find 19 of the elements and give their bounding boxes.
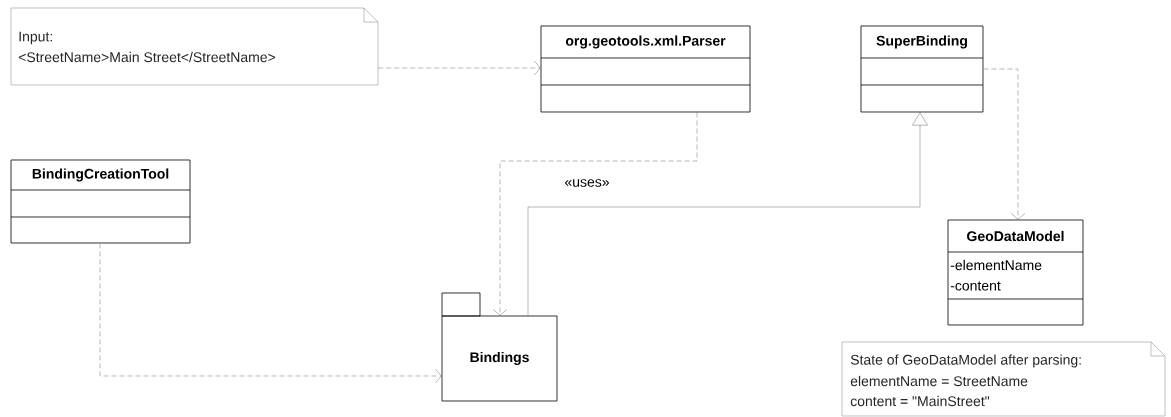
attribute: -content (950, 281, 1001, 291)
class-box (540, 25, 751, 113)
dependency-arrow (378, 60, 541, 76)
dependency-arrow (99, 243, 442, 384)
dependency-arrow (492, 112, 698, 316)
class-name: BindingCreationTool (32, 168, 169, 182)
note: Input: <StreetName>Main Street</StreetName> (10, 7, 379, 86)
class-name: GeoDataModel (967, 230, 1064, 242)
dependency-arrow (983, 68, 1026, 220)
class-box (860, 25, 984, 113)
class-box (10, 159, 191, 244)
class-name: org.geotools.xml.Parser (565, 35, 726, 49)
class-box (947, 219, 1084, 326)
edge-label: «uses» (563, 178, 611, 188)
class-name: SuperBinding (876, 35, 967, 49)
package-box: Bindings (441, 292, 558, 402)
note: State of GeoDataModel after parsing: elementName = StreetName content = "MainStreet" (841, 341, 1166, 417)
attribute: -elementName (950, 259, 1042, 271)
inheritance-arrow (527, 112, 928, 316)
